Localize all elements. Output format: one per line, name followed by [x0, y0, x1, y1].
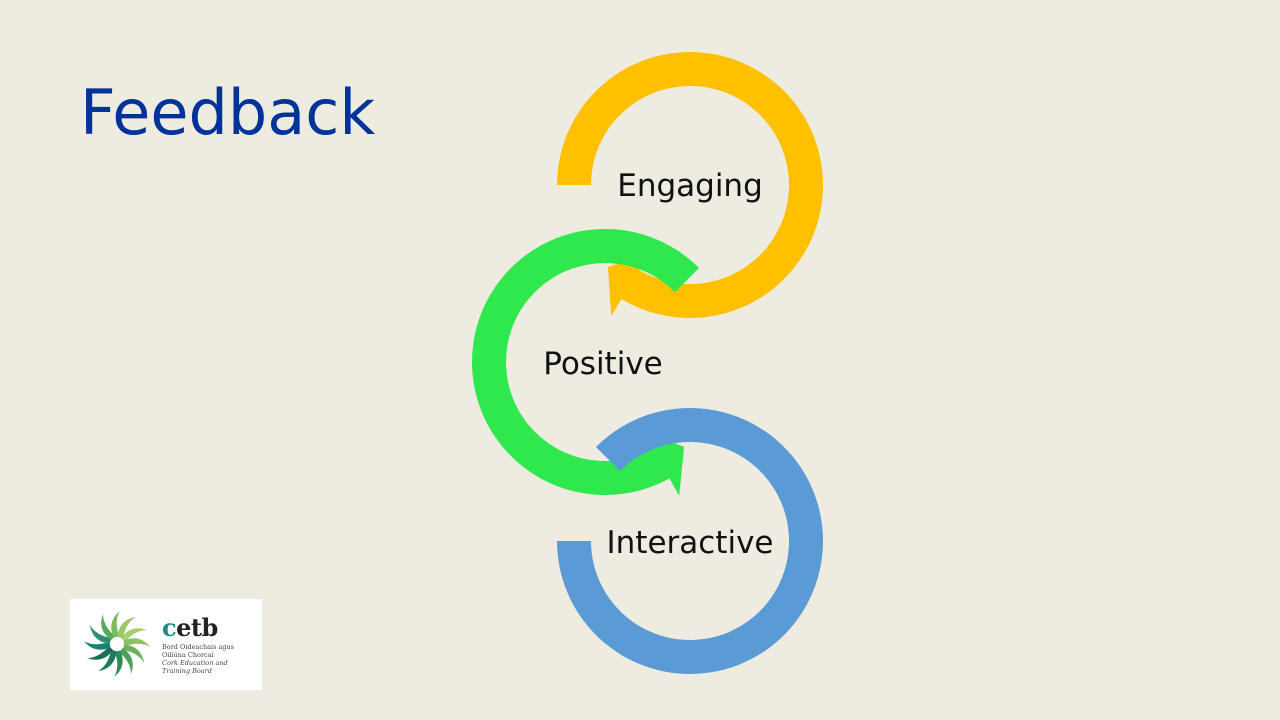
logo-line-3: Cork Education and	[162, 659, 228, 667]
swirl-blade	[119, 648, 133, 674]
swirl-blade	[98, 649, 117, 672]
node-label-engaging: Engaging	[617, 168, 763, 204]
node-label-interactive: Interactive	[607, 525, 774, 561]
swirl-blade	[101, 614, 115, 640]
positive-arrow	[472, 229, 700, 496]
swirl-blade	[87, 646, 113, 660]
logo-line-1: Bord Oideachais agus	[162, 643, 235, 651]
swirl-blade	[123, 638, 150, 647]
cetb-logo: cetb Bord Oideachais agus Oiliúna Chorca…	[70, 599, 262, 690]
swirl-blade	[84, 641, 111, 650]
logo-name: cetb	[162, 613, 218, 642]
swirl-logo-icon	[84, 611, 150, 677]
slide-title: Feedback	[80, 76, 376, 149]
swirl-blade	[89, 625, 112, 644]
swirl-blade	[111, 611, 120, 638]
logo-line-4: Training Board	[162, 667, 212, 675]
swirl-blade	[122, 644, 145, 663]
logo-line-2: Oiliúna Chorcaí	[162, 651, 214, 659]
swirl-blade	[114, 650, 123, 677]
swirl-blade	[117, 616, 136, 639]
node-label-positive: Positive	[543, 346, 663, 382]
swirl-blade	[121, 628, 147, 642]
